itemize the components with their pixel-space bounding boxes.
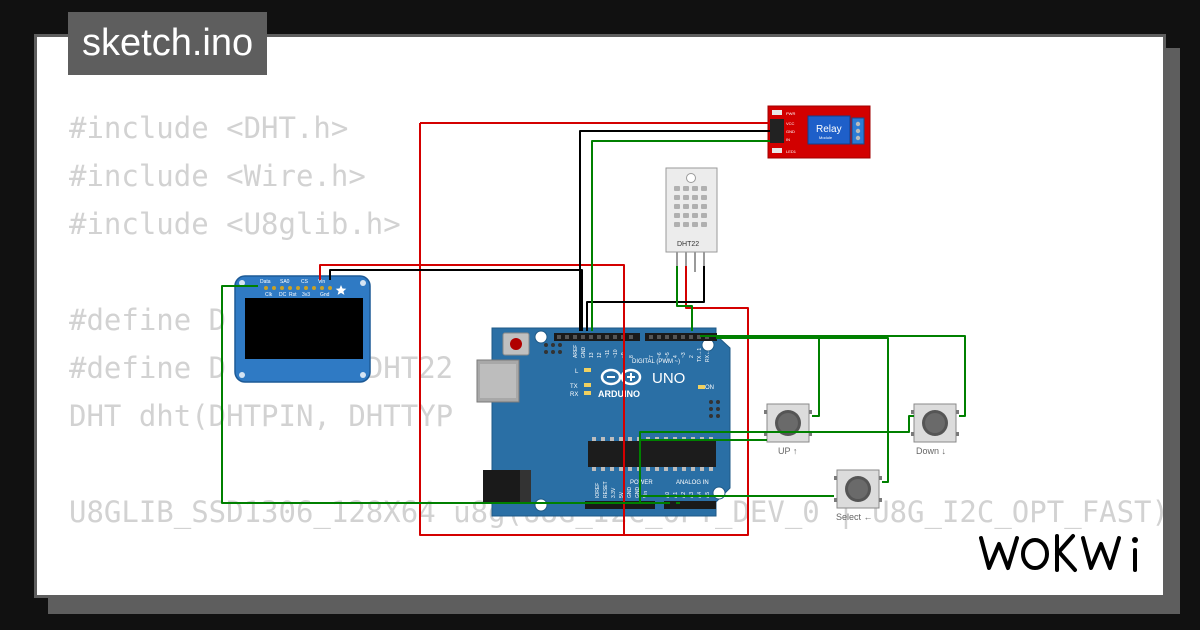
pin-label: RESET: [603, 481, 609, 498]
relay-pin-label: VCC: [786, 121, 795, 126]
digital-label: DIGITAL (PWM ~): [632, 359, 680, 365]
wire-green[interactable]: [591, 140, 770, 331]
code-line: #define D: [69, 303, 227, 337]
pin-label: 12: [597, 352, 603, 358]
oled-pin-label: Data: [260, 279, 271, 285]
file-tab-title[interactable]: sketch.ino: [68, 12, 268, 75]
pin-label: 13: [589, 352, 595, 358]
button-label: Select ←: [836, 512, 873, 522]
pin-label: ~5: [665, 352, 671, 358]
pin-label: GND: [627, 487, 633, 499]
code-line: t t l Di 12: [69, 584, 1163, 595]
arduino-logo-icon: [600, 368, 642, 386]
reset-button[interactable]: [510, 338, 522, 350]
oled-pin-label: 3v3: [302, 292, 310, 298]
code-line: #include <DHT.h>: [69, 111, 349, 145]
star-icon: [335, 285, 347, 295]
power-label: POWER: [630, 480, 653, 486]
pin-label: RX←0: [705, 347, 711, 362]
pin-label: ~11: [605, 350, 611, 358]
relay-title: Relay: [816, 124, 842, 135]
wokwi-logo: [979, 534, 1138, 572]
on-label: ON: [705, 385, 714, 391]
pushbutton-select[interactable]: Select ←: [834, 469, 882, 522]
pin-label: A4: [697, 492, 703, 498]
board-model: UNO: [652, 370, 685, 387]
led-tx-label: TX: [570, 384, 578, 390]
relay-led-label: PWR: [786, 111, 795, 116]
wire-red[interactable]: [319, 264, 625, 535]
atmega-chip: [588, 441, 716, 467]
pin-label: AREF: [573, 345, 579, 358]
power-header: [585, 501, 655, 509]
analog-label: ANALOG IN: [676, 480, 709, 486]
pin-label: 3.3V: [611, 487, 617, 498]
oled-display[interactable]: Data SA0 CS Vin Clk DC Rst 3v3 Gnd: [234, 275, 371, 383]
code-background: #include <DHT.h> #include <Wire.h> #includ…: [69, 104, 1166, 595]
pin-label: GND: [581, 347, 587, 359]
pin-label: IOREF: [595, 483, 601, 498]
arduino-uno-board[interactable]: AREF GND 13 12 ~11 ~10 ~9 8 7 ~6 ~5 4 ~3…: [476, 327, 731, 517]
pin-label: ~3: [681, 352, 687, 358]
oled-pin-label: CS: [301, 279, 309, 285]
pin-label: A2: [681, 492, 687, 498]
dht-label: DHT22: [677, 241, 699, 248]
pin-label: 5V: [619, 491, 625, 498]
relay-subtitle: Module: [819, 135, 833, 140]
code-line: #include <U8glib.h>: [69, 207, 401, 241]
pin-label: TX→1: [697, 348, 703, 362]
oled-pin-label: Vin: [318, 279, 325, 285]
pin-label: 2: [689, 355, 695, 358]
oled-pin-label: DC: [279, 292, 287, 298]
pin-label: Vin: [643, 491, 649, 498]
wire-green[interactable]: [708, 335, 966, 417]
pin-label: 4: [673, 355, 679, 358]
dht22-sensor[interactable]: DHT22: [665, 167, 718, 272]
pin-label: ~10: [613, 349, 619, 358]
pin-label: A3: [689, 492, 695, 498]
board-brand: ARDUINO: [598, 389, 640, 399]
oled-pin-label: SA0: [280, 279, 290, 285]
wire-black[interactable]: [579, 130, 770, 331]
relay-module[interactable]: PWR LED1 VCC GND IN Relay Module: [767, 105, 871, 159]
code-line: #include <Wire.h>: [69, 159, 366, 193]
pushbutton-down[interactable]: Down ↓: [911, 403, 959, 456]
code-line: #define D DHT22: [69, 351, 454, 385]
wire-green[interactable]: [716, 337, 889, 483]
pin-label: 8: [629, 355, 635, 358]
analog-header: [664, 501, 716, 509]
oled-pin-label: Gnd: [320, 292, 330, 298]
button-label: UP ↑: [778, 446, 797, 456]
pin-label: 7: [649, 355, 655, 358]
wire-green[interactable]: [639, 415, 914, 503]
wire-black[interactable]: [329, 269, 583, 331]
wire-green[interactable]: [221, 285, 670, 504]
pin-label: A1: [673, 492, 679, 498]
oled-pin-label: Clk: [265, 292, 273, 298]
relay-pin-label: IN: [786, 137, 790, 142]
relay-led-label: LED1: [786, 149, 797, 154]
button-label: Down ↓: [916, 446, 946, 456]
pin-label: A5: [705, 492, 711, 498]
led-rx-label: RX: [570, 392, 578, 398]
code-line: U8GLIB_SSD1306_128X64 u8g(U8G_I2C_OPT_DE…: [69, 495, 1166, 529]
relay-pin-label: GND: [786, 129, 795, 134]
pushbutton-up[interactable]: UP ↑: [764, 403, 812, 456]
pin-label: GND: [635, 487, 641, 499]
wire-green[interactable]: [676, 266, 693, 331]
pin-label: A0: [665, 492, 671, 498]
oled-pin-label: Rst: [289, 292, 297, 298]
wire-black[interactable]: [586, 266, 705, 331]
code-line: DHT dht(DHTPIN, DHTTYP: [69, 399, 454, 433]
led-l-label: L: [575, 369, 579, 375]
pin-label: ~6: [657, 352, 663, 358]
